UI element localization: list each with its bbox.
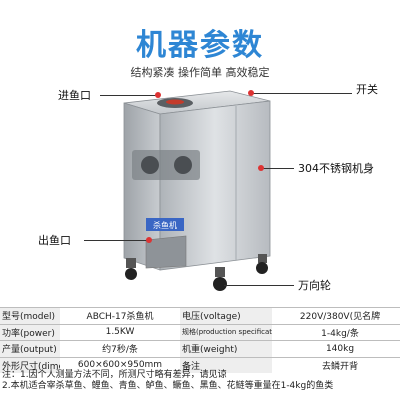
note-1: 注：1.因个人测量方法不同，所测尺寸略有差异，请见谅 [2,370,227,380]
caster-wheels [125,254,268,291]
spec-table: 型号(model) ABCH-17杀鱼机 电压(voltage) 220V/38… [0,307,400,373]
spec-label: 功率(power) [0,323,60,341]
table-row: 功率(power) 1.5KW 规格(production specificat… [0,323,400,341]
spec-value: 1-4kg/条 [272,323,400,341]
page-title: 机器参数 [136,28,264,63]
spec-value: 140kg [272,340,400,357]
outlet-leader [84,240,148,241]
spec-label: 型号(model) [0,307,60,324]
spec-label: 备注 [180,356,272,373]
spec-label: 外形尺寸(dimensions) [0,356,60,373]
spec-value: ABCH-17杀鱼机 [60,307,180,324]
fish-outlet [145,235,187,269]
outlet-marker [146,237,152,243]
spec-value: 1.5KW [60,323,180,341]
spec-label: 规格(production specification) [180,323,272,341]
switch-leader [252,93,352,94]
callout-switch: 开关 [356,83,378,96]
callout-outlet: 出鱼口 [38,234,71,247]
body-leader [262,168,294,169]
wheel-leader [224,285,294,286]
callout-wheel: 万向轮 [298,279,331,292]
inlet-leader [100,95,158,96]
table-row: 产量(output) 约7秒/条 机重(weight) 140kg [0,340,400,357]
spec-value: 去鳞开背 [272,356,400,373]
spec-value: 约7秒/条 [60,340,180,357]
note-2: 2.本机适合宰杀草鱼、鲤鱼、青鱼、鲈鱼、鳜鱼、黑鱼、花鲢等重量在1-4kg的鱼类 [2,381,334,391]
page-subtitle: 结构紧凑 操作简单 高效稳定 [130,66,270,79]
table-row: 外形尺寸(dimensions) 600×600×950mm 备注 去鳞开背 [0,356,400,373]
spec-value: 220V/380V(见名牌 [272,307,400,324]
notes: 注：1.因个人测量方法不同，所测尺寸略有差异，请见谅 2.本机适合宰杀草鱼、鲤鱼… [2,370,398,392]
machine-label: 杀鱼机 [153,220,177,230]
callout-inlet: 进鱼口 [58,89,91,102]
inlet-marker [155,92,161,98]
fish-machine-illustration: 杀鱼机 [123,90,271,291]
spec-value: 600×600×950mm [60,356,180,373]
body-marker [258,165,264,171]
spec-label: 电压(voltage) [180,307,272,324]
table-row: 型号(model) ABCH-17杀鱼机 电压(voltage) 220V/38… [0,307,400,324]
callout-body: 304不锈钢机身 [298,162,374,175]
spec-label: 机重(weight) [180,340,272,357]
switch-marker [248,90,254,96]
spec-label: 产量(output) [0,340,60,357]
